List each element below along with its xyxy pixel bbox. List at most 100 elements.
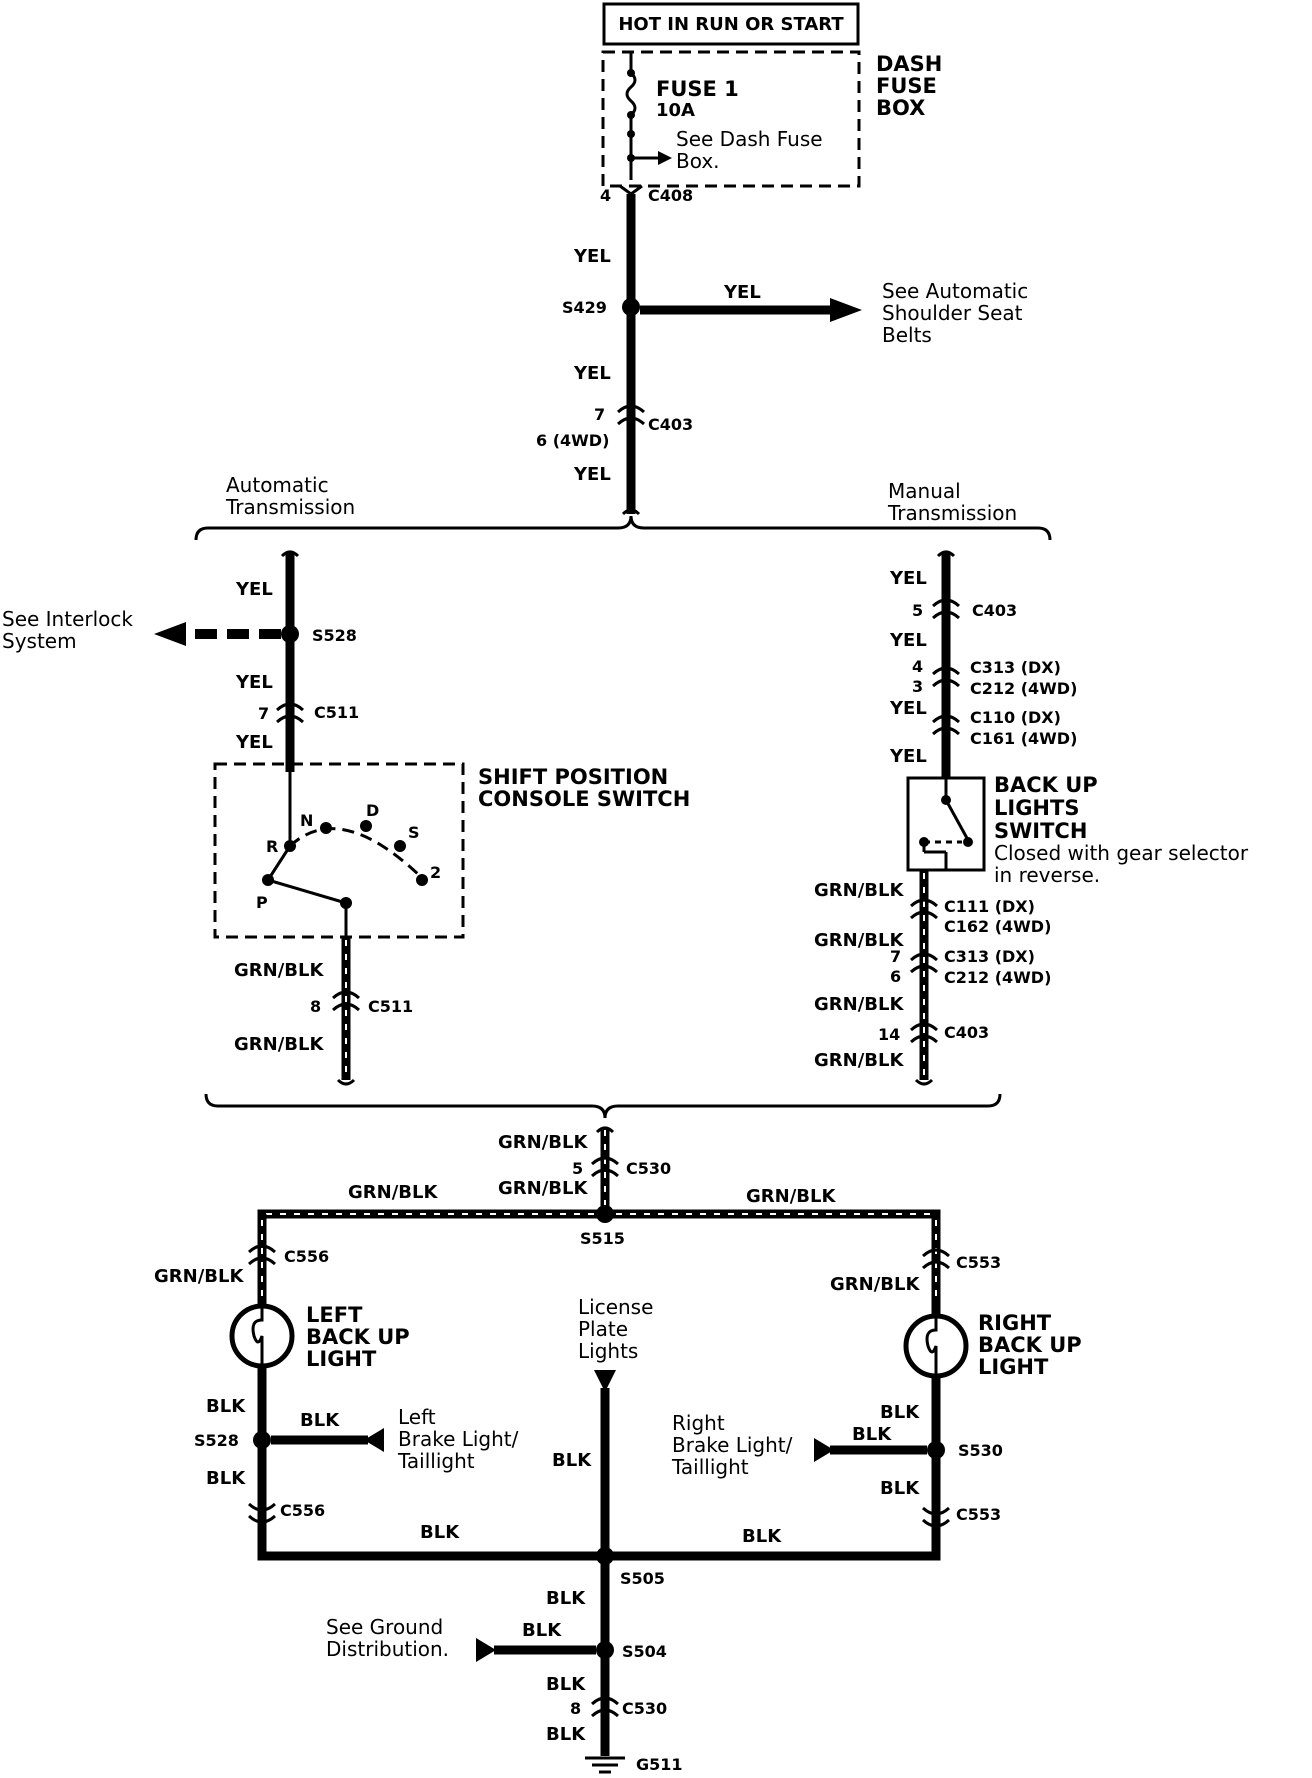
switch-label-n: N <box>300 811 313 830</box>
see-fuse-note-2: Box. <box>676 149 720 173</box>
backup-switch-note-2: in reverse. <box>994 863 1100 887</box>
yel-label-1: YEL <box>573 246 611 267</box>
switch-pos-s <box>394 840 406 852</box>
seatbelt-note-2: Shoulder Seat <box>882 301 1023 325</box>
manual-c212-b: C212 (4WD) <box>944 968 1051 987</box>
s504-splice <box>596 1641 614 1659</box>
left-brake-arrow-icon <box>364 1428 384 1452</box>
fuse-name: FUSE 1 <box>656 77 739 101</box>
dash-fuse-box <box>601 50 861 188</box>
right-blk-branch: BLK <box>852 1424 892 1445</box>
auto-yel-1: YEL <box>235 579 273 600</box>
bottom-brace <box>204 1093 1002 1119</box>
ground-blk-3: BLK <box>546 1724 586 1745</box>
c553-top: C553 <box>956 1253 1001 1272</box>
manual-grn-blk-4: GRN/BLK <box>814 1050 904 1071</box>
s528-left-label: S528 <box>194 1431 239 1450</box>
shift-switch-name-1: SHIFT POSITION <box>478 765 668 789</box>
bus-blk-left: BLK <box>420 1522 460 1543</box>
yel-label-2: YEL <box>573 363 611 384</box>
backup-switch-name-3: SWITCH <box>994 819 1087 843</box>
manual-c403-label: C403 <box>972 601 1017 620</box>
left-light-3: LIGHT <box>306 1347 377 1371</box>
ground-blk-branch: BLK <box>522 1620 562 1641</box>
c408-pin: 4 <box>600 186 611 205</box>
ground-note-1: See Ground <box>326 1615 443 1639</box>
switch-label-p: P <box>256 893 268 912</box>
switch-label-d: D <box>366 801 379 820</box>
right-brake-arrow-icon <box>814 1438 834 1462</box>
manual-pin-3: 3 <box>912 677 923 696</box>
shift-switch-name-2: CONSOLE SWITCH <box>478 787 690 811</box>
c403-pin-4wd: 6 (4WD) <box>536 431 609 450</box>
c511-bottom-pin: 8 <box>310 997 321 1016</box>
s429-splice <box>622 298 640 316</box>
s515-splice <box>596 1205 614 1223</box>
top-brace <box>194 515 1052 541</box>
left-light-1: LEFT <box>306 1303 363 1327</box>
supply-label: HOT IN RUN OR START <box>618 14 844 35</box>
right-brake-1: Right <box>672 1411 725 1435</box>
left-light-2: BACK UP <box>306 1325 410 1349</box>
s530-splice <box>927 1441 945 1459</box>
manual-pin-4: 4 <box>912 657 923 676</box>
manual-c313-b: C313 (DX) <box>944 947 1035 966</box>
manual-grn-blk-3: GRN/BLK <box>814 994 904 1015</box>
s528-auto-splice <box>281 625 299 643</box>
auto-grn-blk-2: GRN/BLK <box>234 1034 324 1055</box>
c511-top-label: C511 <box>314 703 359 722</box>
bus-blk-right: BLK <box>742 1526 782 1547</box>
left-grn-blk: GRN/BLK <box>154 1266 244 1287</box>
auto-heading-2: Transmission <box>225 495 355 519</box>
license-arrow-icon <box>594 1370 616 1392</box>
seatbelt-arrow-icon <box>830 298 862 322</box>
license-2: Plate <box>578 1317 628 1341</box>
fuse-icon <box>625 71 637 117</box>
manual-pin-14: 14 <box>878 1025 900 1044</box>
fuse-box-title-1: DASH <box>876 52 942 76</box>
manual-c212: C212 (4WD) <box>970 679 1077 698</box>
switch-pos-n <box>320 822 332 834</box>
g511-label: G511 <box>636 1755 683 1774</box>
left-brake-2: Brake Light/ <box>398 1427 519 1451</box>
manual-c110: C110 (DX) <box>970 708 1061 727</box>
license-3: Lights <box>578 1339 638 1363</box>
c530-bottom-pin: 8 <box>570 1699 581 1718</box>
s505-label: S505 <box>620 1569 665 1588</box>
s429-label: S429 <box>562 298 607 317</box>
c408-label: C408 <box>648 186 693 205</box>
manual-c162: C162 (4WD) <box>944 917 1051 936</box>
blk-bus <box>257 1500 941 1561</box>
c553-bottom: C553 <box>956 1505 1001 1524</box>
ground-blk-2: BLK <box>546 1674 586 1695</box>
manual-yel-3: YEL <box>889 698 927 719</box>
c530-label: C530 <box>626 1159 671 1178</box>
fuse-box-title-2: FUSE <box>876 74 937 98</box>
license-1: License <box>578 1295 653 1319</box>
right-light-1: RIGHT <box>978 1311 1052 1335</box>
c511-top-pin: 7 <box>258 704 269 723</box>
manual-heading-2: Transmission <box>887 501 1017 525</box>
left-blk-2: BLK <box>206 1468 246 1489</box>
manual-c403-pin: 5 <box>912 601 923 620</box>
s528-auto-label: S528 <box>312 626 357 645</box>
auto-yel-2: YEL <box>235 672 273 693</box>
c403-label: C403 <box>648 415 693 434</box>
supply-box <box>602 2 860 46</box>
c530-pin: 5 <box>572 1159 583 1178</box>
s515-label: S515 <box>580 1229 625 1248</box>
left-brake-1: Left <box>398 1405 436 1429</box>
right-brake-3: Taillight <box>671 1455 749 1479</box>
c556-bottom: C556 <box>280 1501 325 1520</box>
ground-note-2: Distribution. <box>326 1637 449 1661</box>
switch-label-s: S <box>408 823 420 842</box>
shift-position-switch-box <box>213 762 465 939</box>
backup-switch-name-2: LIGHTS <box>994 796 1079 820</box>
right-light-2: BACK UP <box>978 1333 1082 1357</box>
fuse-box-title-3: BOX <box>876 96 925 120</box>
see-fuse-arrow-icon <box>658 151 672 165</box>
seatbelt-note-1: See Automatic <box>882 279 1028 303</box>
auto-heading-1: Automatic <box>226 473 329 497</box>
see-fuse-note-1: See Dash Fuse <box>676 127 823 151</box>
